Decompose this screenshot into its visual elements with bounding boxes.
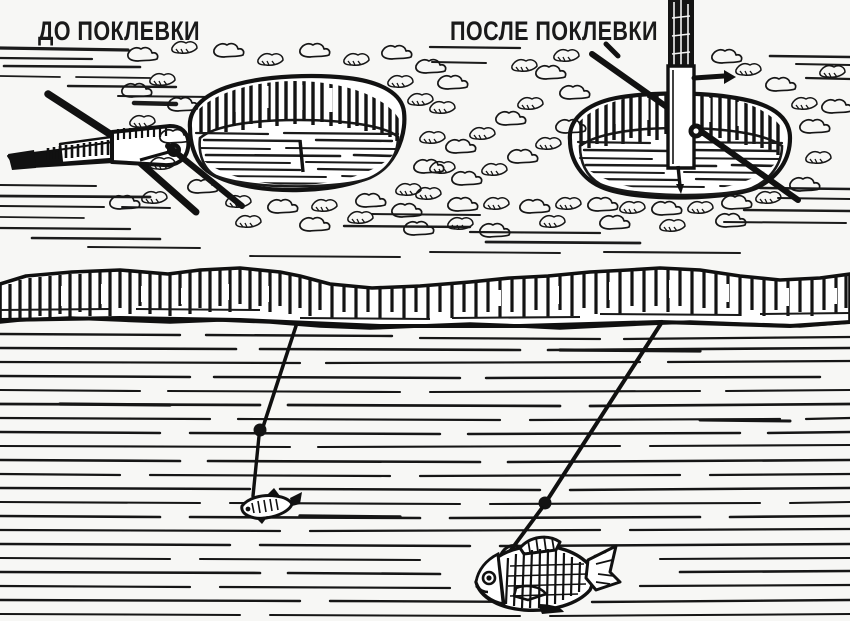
fishing-line-left <box>260 324 298 432</box>
ice-hole-left <box>187 73 407 193</box>
surface-snow-lines <box>0 45 850 258</box>
fishing-line-right <box>544 320 664 504</box>
caption-after: ПОСЛЕ ПОКЛЕВКИ <box>450 16 658 46</box>
sinker-left <box>253 423 267 437</box>
fishing-line-stub-left <box>298 139 305 173</box>
caption-before: ДО ПОКЛЕВКИ <box>38 16 200 46</box>
water-texture <box>0 332 850 617</box>
tip-up-device-after <box>589 0 801 203</box>
fishing-rig-right <box>474 320 664 614</box>
tip-up-device-before <box>7 90 245 216</box>
hooked-fish <box>474 535 622 614</box>
baitfish-left <box>240 488 302 524</box>
ice-shelf <box>0 266 850 330</box>
fishing-rig-left <box>240 324 302 524</box>
